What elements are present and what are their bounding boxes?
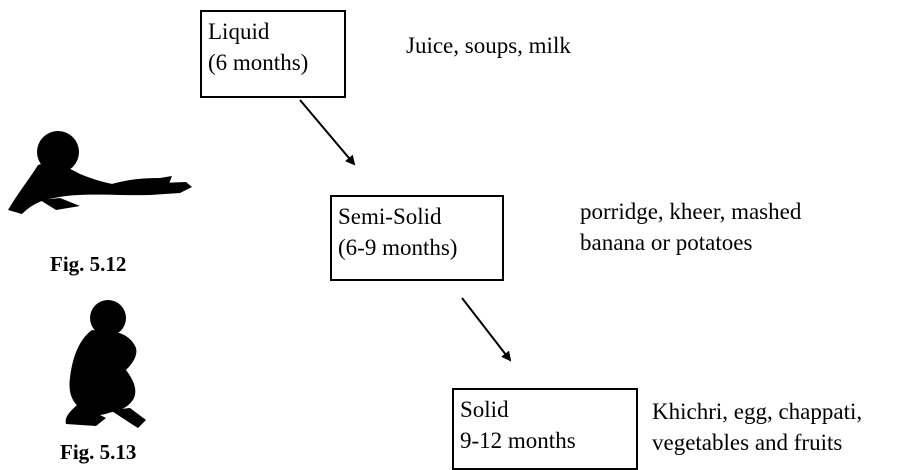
stage-age: (6-9 months) (338, 235, 458, 260)
stage-name: Semi-Solid (338, 204, 442, 229)
foods-line: porridge, kheer, mashed (580, 199, 802, 224)
arrow-liquid-to-semisolid (299, 99, 356, 166)
foods-line: Juice, soups, milk (406, 33, 571, 58)
arrow-semisolid-to-solid (461, 297, 512, 362)
foods-solid: Khichri, egg, chappati, vegetables and f… (652, 396, 862, 458)
foods-line: vegetables and fruits (652, 430, 843, 455)
stage-name: Liquid (208, 19, 270, 44)
figure-caption: Fig. 5.12 (50, 252, 127, 276)
foods-liquid: Juice, soups, milk (406, 30, 571, 61)
stage-box-liquid: Liquid (6 months) (200, 10, 346, 98)
stage-age: (6 months) (208, 50, 309, 75)
foods-line: Khichri, egg, chappati, (652, 399, 863, 424)
lying-baby-silhouette-icon (8, 131, 192, 214)
foods-semi-solid: porridge, kheer, mashed banana or potato… (580, 196, 801, 258)
foods-line: banana or potatoes (580, 230, 753, 255)
stage-age: 9-12 months (460, 428, 576, 453)
stage-box-solid: Solid 9-12 months (452, 388, 638, 470)
stage-name: Solid (460, 397, 509, 422)
sitting-baby-silhouette-icon (65, 300, 146, 428)
stage-box-semi-solid: Semi-Solid (6-9 months) (330, 195, 504, 281)
figure-caption: Fig. 5.13 (60, 440, 137, 464)
